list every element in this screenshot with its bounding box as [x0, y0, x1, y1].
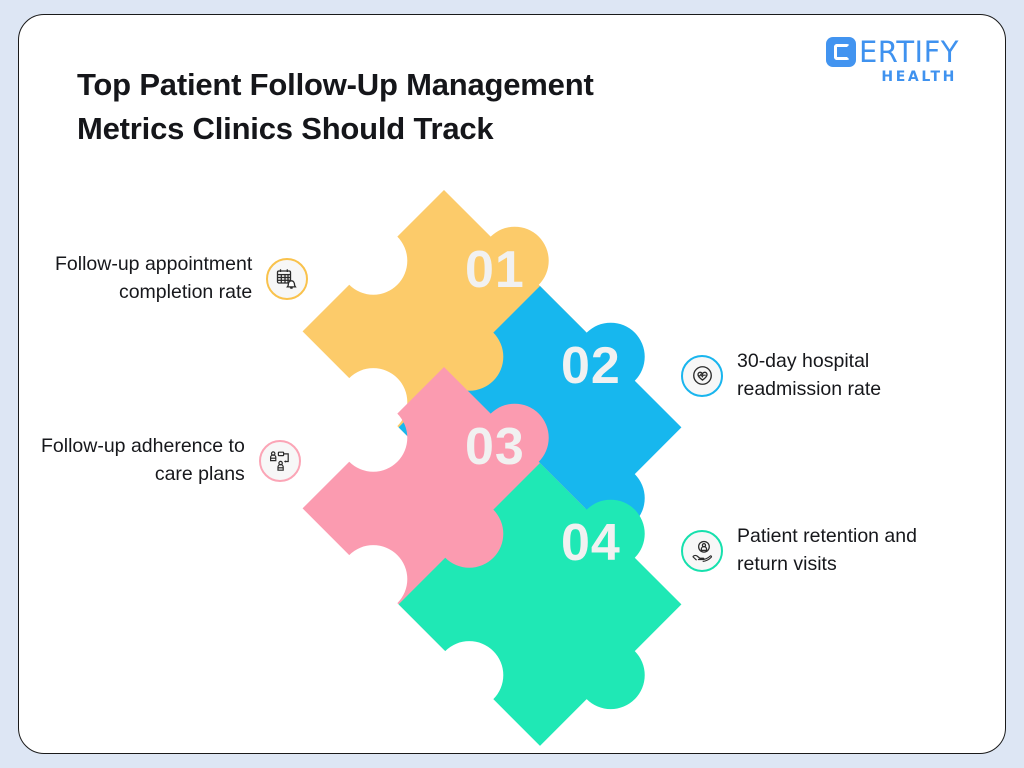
page-title-line-1: Top Patient Follow-Up Management	[77, 67, 594, 102]
puzzle-piece-04: 04	[398, 438, 730, 753]
logo-subtitle: HEALTH	[881, 69, 957, 85]
puzzle-piece-03: 03	[302, 342, 634, 674]
certify-health-logo: ERTIFY HEALTH	[825, 34, 959, 85]
infographic-card: ERTIFY HEALTH Top Patient Follow-Up Mana…	[18, 14, 1006, 754]
hand-holding-patient-icon	[681, 529, 723, 572]
metric-item-01: Follow-up appointment completion rate	[55, 251, 309, 306]
logo-wordmark-row: ERTIFY	[825, 34, 959, 69]
metric-item-04: Patient retention and return visits	[681, 523, 917, 578]
page-title-line-2: Metrics Clinics Should Track	[77, 111, 494, 147]
puzzle-piece-02-number: 02	[561, 337, 621, 395]
metric-label-03: Follow-up adherence to care plans	[41, 435, 245, 485]
puzzle-piece-01: 01	[302, 165, 634, 497]
page-title: Top Patient Follow-Up Management Metrics…	[77, 63, 717, 151]
puzzle-piece-04-number: 04	[561, 514, 621, 572]
logo-word: ERTIFY	[858, 34, 959, 69]
puzzle-piece-03-number: 03	[465, 418, 525, 476]
metric-label-04: Patient retention and return visits	[737, 525, 917, 575]
certify-c-mark-icon	[825, 37, 856, 67]
metric-item-03: Follow-up adherence to care plans	[41, 433, 301, 488]
care-plan-flowchart-icon	[258, 439, 301, 482]
metric-label-01: Follow-up appointment completion rate	[55, 253, 253, 303]
metric-item-02: 30-day hospital readmission rate	[681, 348, 881, 403]
calendar-bell-icon	[266, 257, 309, 300]
puzzle-piece-01-number: 01	[465, 241, 525, 299]
metric-label-02: 30-day hospital readmission rate	[737, 350, 882, 400]
puzzle-piece-02: 02	[398, 261, 730, 593]
heart-pulse-circle-icon	[681, 354, 723, 397]
